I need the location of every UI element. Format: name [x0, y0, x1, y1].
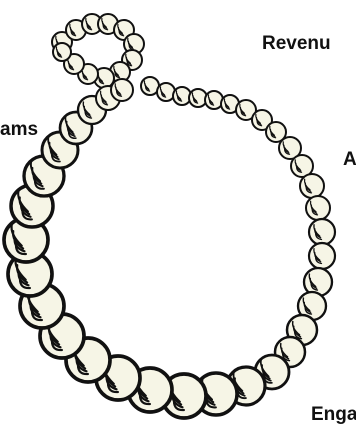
label-teams: ams [0, 120, 38, 139]
label-a: A [343, 150, 356, 169]
label-revenue: Revenu [262, 34, 331, 53]
bead [306, 196, 330, 220]
bead [300, 174, 324, 198]
bead [309, 243, 335, 269]
bead [111, 79, 133, 101]
bead [309, 219, 335, 245]
label-engagement: Enga [311, 405, 356, 424]
bead [53, 43, 71, 61]
